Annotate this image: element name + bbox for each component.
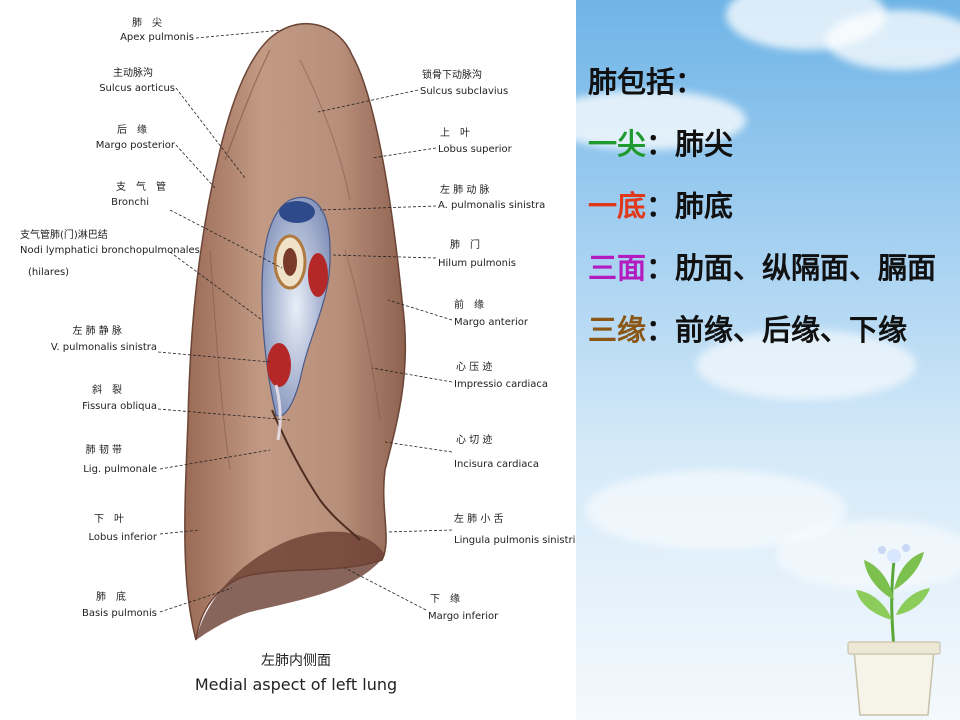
label-lobus-superior-cn: 上 叶: [440, 127, 470, 139]
item-value: 前缘、后缘、下缘: [675, 313, 908, 347]
label-bronchi-cn: 支 气 管: [116, 180, 166, 193]
label-margo-inferior-cn: 下 缘: [430, 592, 460, 605]
item-value: 肺底: [675, 189, 734, 223]
labels-left-lower: 左 肺 静 脉 V. pulmonalis sinistra 斜 裂 Fissu…: [51, 324, 158, 619]
item-key: 一尖: [588, 127, 647, 161]
summary-item-surfaces: 三面：肋面、纵隔面、膈面: [588, 251, 937, 285]
figure-caption: 左肺内侧面 Medial aspect of left lung: [195, 653, 397, 694]
sky-background-panel: [576, 0, 960, 720]
item-value: 肺尖: [675, 127, 734, 161]
label-basis-la: Basis pulmonis: [82, 608, 157, 619]
label-incisura-la: Incisura cardiaca: [454, 459, 539, 470]
item-key: 三面: [588, 251, 647, 285]
labels-right: 锁骨下动脉沟 Sulcus subclavius 上 叶 Lobus super…: [420, 68, 575, 622]
label-margo-inferior-la: Margo inferior: [428, 611, 499, 622]
label-subclavius-la: Sulcus subclavius: [420, 86, 508, 97]
pulmonary-artery: [279, 201, 315, 223]
lung-base: [196, 531, 385, 640]
label-subclavius-cn: 锁骨下动脉沟: [422, 68, 482, 81]
label-vein-la: V. pulmonalis sinistra: [51, 342, 157, 353]
fissure-line: [271, 409, 361, 541]
label-lingula-la: Lingula pulmonis sinistri: [454, 535, 575, 546]
summary-item-apex: 一尖：肺尖: [588, 127, 734, 161]
label-hilum-la: Hilum pulmonis: [438, 258, 516, 269]
label-lobus-inferior-cn: 下 叶: [94, 513, 124, 525]
pulmonary-vein-lower: [267, 343, 291, 387]
label-bronchi-la: Bronchi: [111, 197, 149, 208]
label-lingula-cn: 左 肺 小 舌: [454, 512, 504, 525]
label-ligament-cn: 肺 韧 带: [86, 444, 122, 456]
pulmonary-vein-upper: [308, 253, 328, 297]
label-lymph-cn: 支气管肺(门)淋巴结: [20, 228, 108, 241]
label-margo-posterior-la: Margo posterior: [96, 140, 176, 151]
labels-left-lymph: 支气管肺(门)淋巴结 Nodi lymphatici bronchopulmon…: [20, 228, 200, 278]
labels-left: 肺 尖 Apex pulmonis 主动脉沟 Sulcus aorticus 后…: [96, 16, 194, 208]
item-key: 一底: [588, 189, 647, 223]
item-value: 肋面、纵隔面、膈面: [675, 251, 937, 285]
label-ligament-la: Lig. pulmonale: [83, 464, 157, 475]
label-sulcus-aorticus-cn: 主动脉沟: [113, 66, 153, 79]
summary-heading: 肺包括：: [588, 65, 705, 99]
label-margo-anterior-cn: 前 缘: [454, 298, 484, 311]
anatomy-figure-panel: 肺 尖 Apex pulmonis 主动脉沟 Sulcus aorticus 后…: [20, 16, 576, 694]
item-key: 三缘: [588, 313, 647, 347]
label-artery-cn: 左 肺 动 脉: [440, 183, 490, 196]
label-lymph-la2: (hilares): [28, 267, 69, 278]
label-margo-anterior-la: Margo anterior: [454, 317, 529, 328]
label-fissure-cn: 斜 裂: [92, 383, 122, 396]
label-impressio-cn: 心 压 迹: [456, 360, 492, 373]
label-artery-la: A. pulmonalis sinistra: [438, 200, 545, 211]
label-lobus-inferior-la: Lobus inferior: [89, 532, 158, 543]
label-margo-posterior-cn: 后 缘: [117, 123, 147, 136]
label-fissure-la: Fissura obliqua: [82, 401, 157, 412]
label-apex-cn: 肺 尖: [132, 16, 162, 29]
label-incisura-cn: 心 切 迹: [456, 433, 492, 446]
label-lymph-la: Nodi lymphatici bronchopulmonales: [20, 245, 200, 256]
label-basis-cn: 肺 底: [96, 590, 126, 603]
label-vein-cn: 左 肺 静 脉: [72, 324, 122, 337]
flower-pot-decoration: [847, 544, 941, 716]
summary-item-borders: 三缘：前缘、后缘、下缘: [588, 313, 908, 347]
label-lobus-superior-la: Lobus superior: [438, 144, 513, 155]
leader-lines-left: [157, 29, 291, 613]
label-impressio-la: Impressio cardiaca: [454, 379, 548, 390]
leader-lines-right: [317, 89, 453, 611]
caption-en: Medial aspect of left lung: [195, 675, 397, 694]
summary-text: 肺包括： 一尖：肺尖 一底：肺底 三面：肋面、纵隔面、膈面 三缘：前缘、后缘、下…: [588, 62, 948, 372]
label-hilum-cn: 肺 门: [450, 238, 480, 251]
summary-item-base: 一底：肺底: [588, 189, 734, 223]
label-apex-la: Apex pulmonis: [120, 32, 194, 43]
caption-cn: 左肺内侧面: [261, 653, 331, 669]
lung-illustration: 肺 尖 Apex pulmonis 主动脉沟 Sulcus aorticus 后…: [20, 16, 575, 694]
label-sulcus-aorticus-la: Sulcus aorticus: [99, 83, 175, 94]
